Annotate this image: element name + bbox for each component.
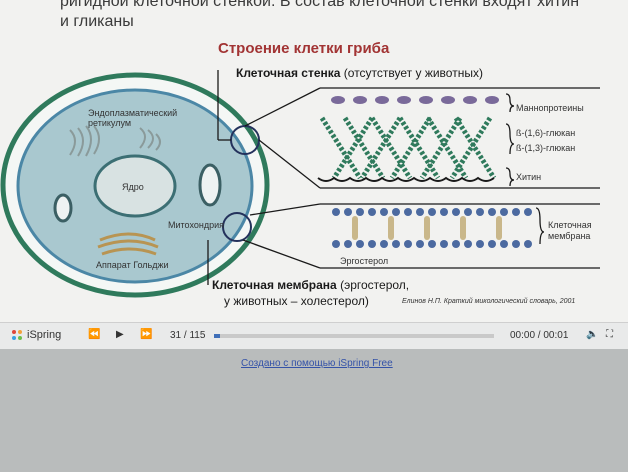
volume-icon[interactable]: 🔈: [586, 329, 599, 340]
glucan-13-label: ß-(1,3)-глюкан: [516, 143, 576, 153]
ispring-logo: iSpring: [10, 328, 61, 342]
play-icon[interactable]: ▶: [116, 329, 124, 340]
ispring-logo-icon: [12, 330, 22, 340]
slide-title: Строение клетки гриба: [218, 40, 390, 57]
ergosterol-label: Эргостерол: [340, 256, 389, 266]
fullscreen-icon[interactable]: ⛶: [606, 329, 613, 340]
golgi-shape: [97, 232, 159, 256]
player-bar: iSpring ⏪ ▶ ⏩ 31 / 115 00:00 / 00:01 🔈 ⛶: [0, 322, 628, 349]
mitochondrion-shape: [198, 163, 222, 207]
cell-wall-label: Клеточная стенка (отсутствует у животных…: [236, 66, 483, 80]
membrane-zoom-circle: [222, 212, 252, 242]
er-label: Эндоплазматический ретикулум: [88, 108, 178, 128]
membrane-caption-note: (эргостерол,: [340, 278, 410, 292]
slide-counter: 31 / 115: [170, 330, 206, 341]
glucan-chains: [319, 116, 497, 180]
membrane-caption-bold: Клеточная мембрана: [212, 278, 337, 292]
cell-wall-label-note: (отсутствует у животных): [343, 66, 483, 80]
rewind-icon[interactable]: ⏪: [88, 329, 101, 340]
slide: ригидной клеточной стенкой. В состав кле…: [0, 0, 628, 322]
chitin-shape: [317, 176, 495, 182]
glucan-16-label: ß-(1,6)-глюкан: [516, 128, 576, 138]
cell-wall-label-bold: Клеточная стенка: [236, 66, 341, 80]
progress-fill: [214, 334, 220, 338]
footer-link[interactable]: Создано с помощью iSpring Free: [241, 358, 393, 369]
time-display: 00:00 / 00:01: [510, 330, 569, 341]
mitochondrion-shape-2: [53, 193, 73, 223]
brand-label: iSpring: [27, 328, 62, 341]
er-shape: [69, 125, 161, 157]
membrane-caption-line2: у животных – холестерол): [224, 294, 369, 308]
slide-intro-text: ригидной клеточной стенкой. В состав кле…: [60, 0, 580, 30]
progress-bar[interactable]: [214, 334, 494, 338]
membrane-bilayer: [332, 208, 532, 248]
cell-diagram: [0, 70, 600, 298]
mitochondria-label: Митохондрия: [168, 220, 224, 230]
nucleus-label: Ядро: [122, 182, 144, 192]
fast-forward-icon[interactable]: ⏩: [140, 329, 153, 340]
mannoproteins-shape: [331, 96, 499, 104]
citation: Елинов Н.П. Краткий микологический слова…: [402, 298, 576, 305]
membrane-caption: Клеточная мембрана (эргостерол,: [212, 278, 409, 292]
nucleus: [93, 154, 177, 218]
chitin-label: Хитин: [516, 172, 542, 182]
mannoproteins-label: Маннопротеины: [516, 103, 584, 113]
membrane-label: Клеточная мембрана: [548, 220, 592, 241]
golgi-label: Аппарат Гольджи: [96, 260, 169, 270]
